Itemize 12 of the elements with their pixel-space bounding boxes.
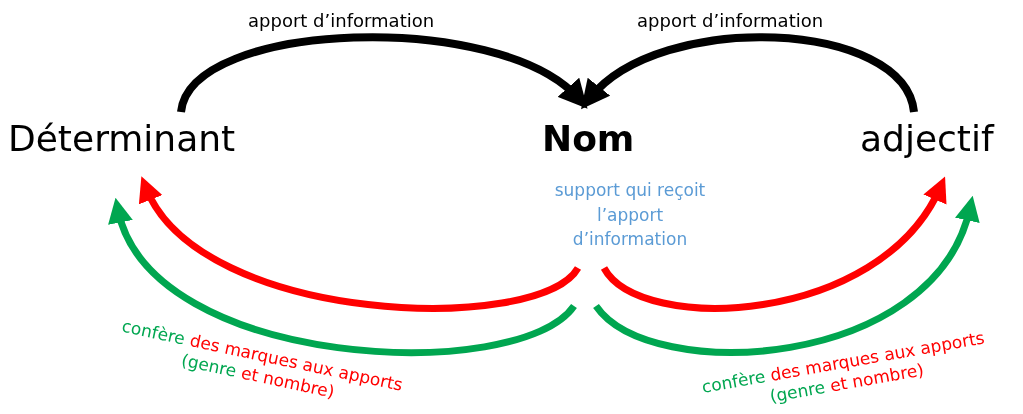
curved-arrow <box>601 177 947 312</box>
word-label: Nom <box>542 118 635 159</box>
edge-label: confère des marques aux apports (genre et nombre) <box>119 314 406 404</box>
word-label: adjectif <box>860 118 994 159</box>
edge-label: confère des marques aux apports (genre et nombre) <box>699 326 987 409</box>
word-label: Déterminant <box>8 118 236 159</box>
curved-arrow <box>177 33 590 114</box>
note-text: support qui reçoit l’apport d’information <box>553 179 707 252</box>
curved-arrow <box>579 33 918 114</box>
curved-arrow <box>139 177 581 312</box>
curved-arrow <box>110 198 577 356</box>
curved-arrow <box>593 196 978 356</box>
